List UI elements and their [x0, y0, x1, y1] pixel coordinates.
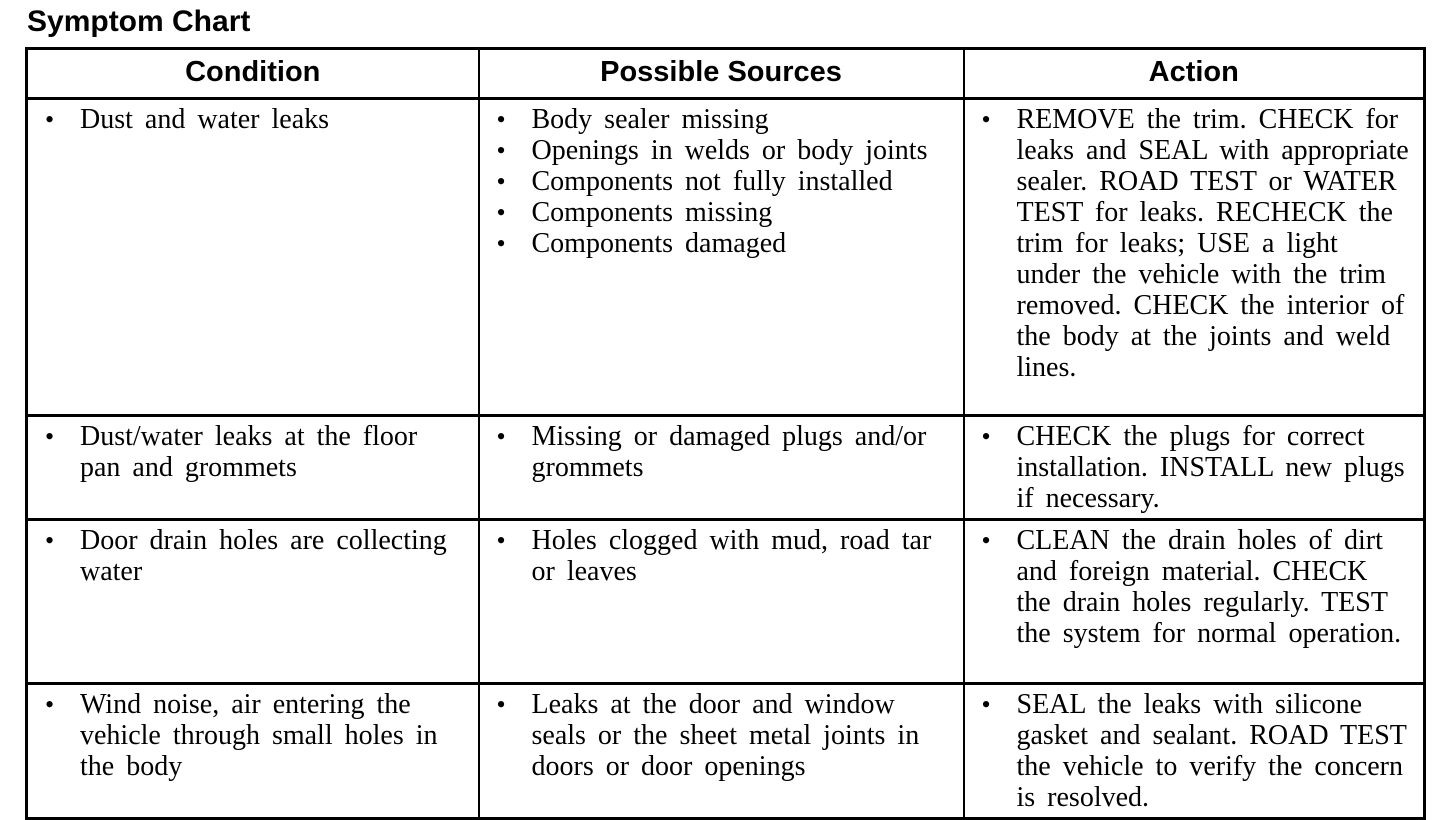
- list-item: • Components missing: [484, 197, 953, 228]
- bullet-icon: •: [496, 526, 506, 555]
- bullet-icon: •: [496, 136, 506, 165]
- cell-condition-row1: • Dust/water leaks at the floor pan and …: [25, 414, 480, 521]
- list-item: • SEAL the leaks with silicone gasket an…: [969, 689, 1414, 813]
- source-text: Holes clogged with mud, road tar or leav…: [531, 525, 932, 587]
- bullet-icon: •: [981, 690, 991, 719]
- cell-action-row2: • CLEAN the drain holes of dirt and fore…: [962, 518, 1426, 685]
- cell-action-row3: • SEAL the leaks with silicone gasket an…: [962, 682, 1426, 820]
- cell-action-row1: • CHECK the plugs for correct installati…: [962, 414, 1426, 521]
- bullet-icon: •: [45, 105, 55, 134]
- source-text: Components not fully installed: [531, 166, 893, 197]
- list-item: • Holes clogged with mud, road tar or le…: [484, 525, 953, 587]
- list-item: • Openings in welds or body joints: [484, 135, 953, 166]
- list-item: • Components not fully installed: [484, 166, 953, 197]
- bullet-icon: •: [45, 526, 55, 555]
- list-item: • CHECK the plugs for correct installati…: [969, 421, 1414, 514]
- cell-sources-row1: • Missing or damaged plugs and/or gromme…: [477, 414, 965, 521]
- cell-sources-row3: • Leaks at the door and window seals or …: [477, 682, 965, 820]
- bullet-icon: •: [496, 167, 506, 196]
- table-row: • Dust/water leaks at the floor pan and …: [25, 414, 1426, 521]
- list-item: • Missing or damaged plugs and/or gromme…: [484, 421, 953, 483]
- symptom-chart-table-container: Condition Possible Sources Action • Dust…: [25, 47, 1426, 820]
- column-header-action: Action: [962, 48, 1426, 100]
- source-text: Openings in welds or body joints: [531, 135, 928, 166]
- table-row: • Dust and water leaks • Body sealer mis…: [25, 97, 1426, 417]
- source-text: Missing or damaged plugs and/or grommets: [531, 421, 927, 483]
- cell-sources-row2: • Holes clogged with mud, road tar or le…: [477, 518, 965, 685]
- source-text: Components missing: [531, 197, 773, 228]
- action-text: SEAL the leaks with silicone gasket and …: [1016, 689, 1407, 813]
- action-text: CHECK the plugs for correct installation…: [1016, 421, 1405, 514]
- cell-condition-row3: • Wind noise, air entering the vehicle t…: [25, 682, 480, 820]
- bullet-icon: •: [496, 422, 506, 451]
- cell-condition-row0: • Dust and water leaks: [25, 97, 480, 417]
- cell-condition-row2: • Door drain holes are collecting water: [25, 518, 480, 685]
- source-text: Body sealer missing: [531, 104, 769, 135]
- column-header-condition: Condition: [25, 48, 480, 100]
- bullet-icon: •: [981, 526, 991, 555]
- list-item: • REMOVE the trim. CHECK for leaks and S…: [969, 104, 1414, 383]
- list-item: • Door drain holes are collecting water: [32, 525, 468, 587]
- condition-text: Door drain holes are collecting water: [80, 525, 447, 587]
- condition-text: Dust and water leaks: [80, 104, 330, 135]
- header-row: Condition Possible Sources Action: [25, 48, 1426, 100]
- bullet-icon: •: [496, 198, 506, 227]
- list-item: • Components damaged: [484, 228, 953, 259]
- symptom-chart-table: Condition Possible Sources Action • Dust…: [25, 47, 1426, 820]
- action-text: REMOVE the trim. CHECK for leaks and SEA…: [1016, 104, 1409, 383]
- bullet-icon: •: [496, 105, 506, 134]
- action-text: CLEAN the drain holes of dirt and foreig…: [1016, 525, 1402, 649]
- list-item: • Dust/water leaks at the floor pan and …: [32, 421, 468, 483]
- cell-action-row0: • REMOVE the trim. CHECK for leaks and S…: [962, 97, 1426, 417]
- source-text: Leaks at the door and window seals or th…: [531, 689, 920, 782]
- column-header-possible-sources: Possible Sources: [477, 48, 965, 100]
- bullet-icon: •: [496, 229, 506, 258]
- condition-text: Dust/water leaks at the floor pan and gr…: [80, 421, 418, 483]
- list-item: • Wind noise, air entering the vehicle t…: [32, 689, 468, 782]
- bullet-icon: •: [496, 690, 506, 719]
- page-title: Symptom Chart: [27, 5, 251, 38]
- list-item: • CLEAN the drain holes of dirt and fore…: [969, 525, 1414, 649]
- list-item: • Dust and water leaks: [32, 104, 468, 135]
- source-text: Components damaged: [531, 228, 787, 259]
- cell-sources-row0: • Body sealer missing • Openings in weld…: [477, 97, 965, 417]
- bullet-icon: •: [981, 422, 991, 451]
- bullet-icon: •: [45, 422, 55, 451]
- bullet-icon: •: [45, 690, 55, 719]
- condition-text: Wind noise, air entering the vehicle thr…: [80, 689, 438, 782]
- bullet-icon: •: [981, 105, 991, 134]
- table-row: • Door drain holes are collecting water …: [25, 518, 1426, 685]
- list-item: • Body sealer missing: [484, 104, 953, 135]
- list-item: • Leaks at the door and window seals or …: [484, 689, 953, 782]
- table-row: • Wind noise, air entering the vehicle t…: [25, 682, 1426, 820]
